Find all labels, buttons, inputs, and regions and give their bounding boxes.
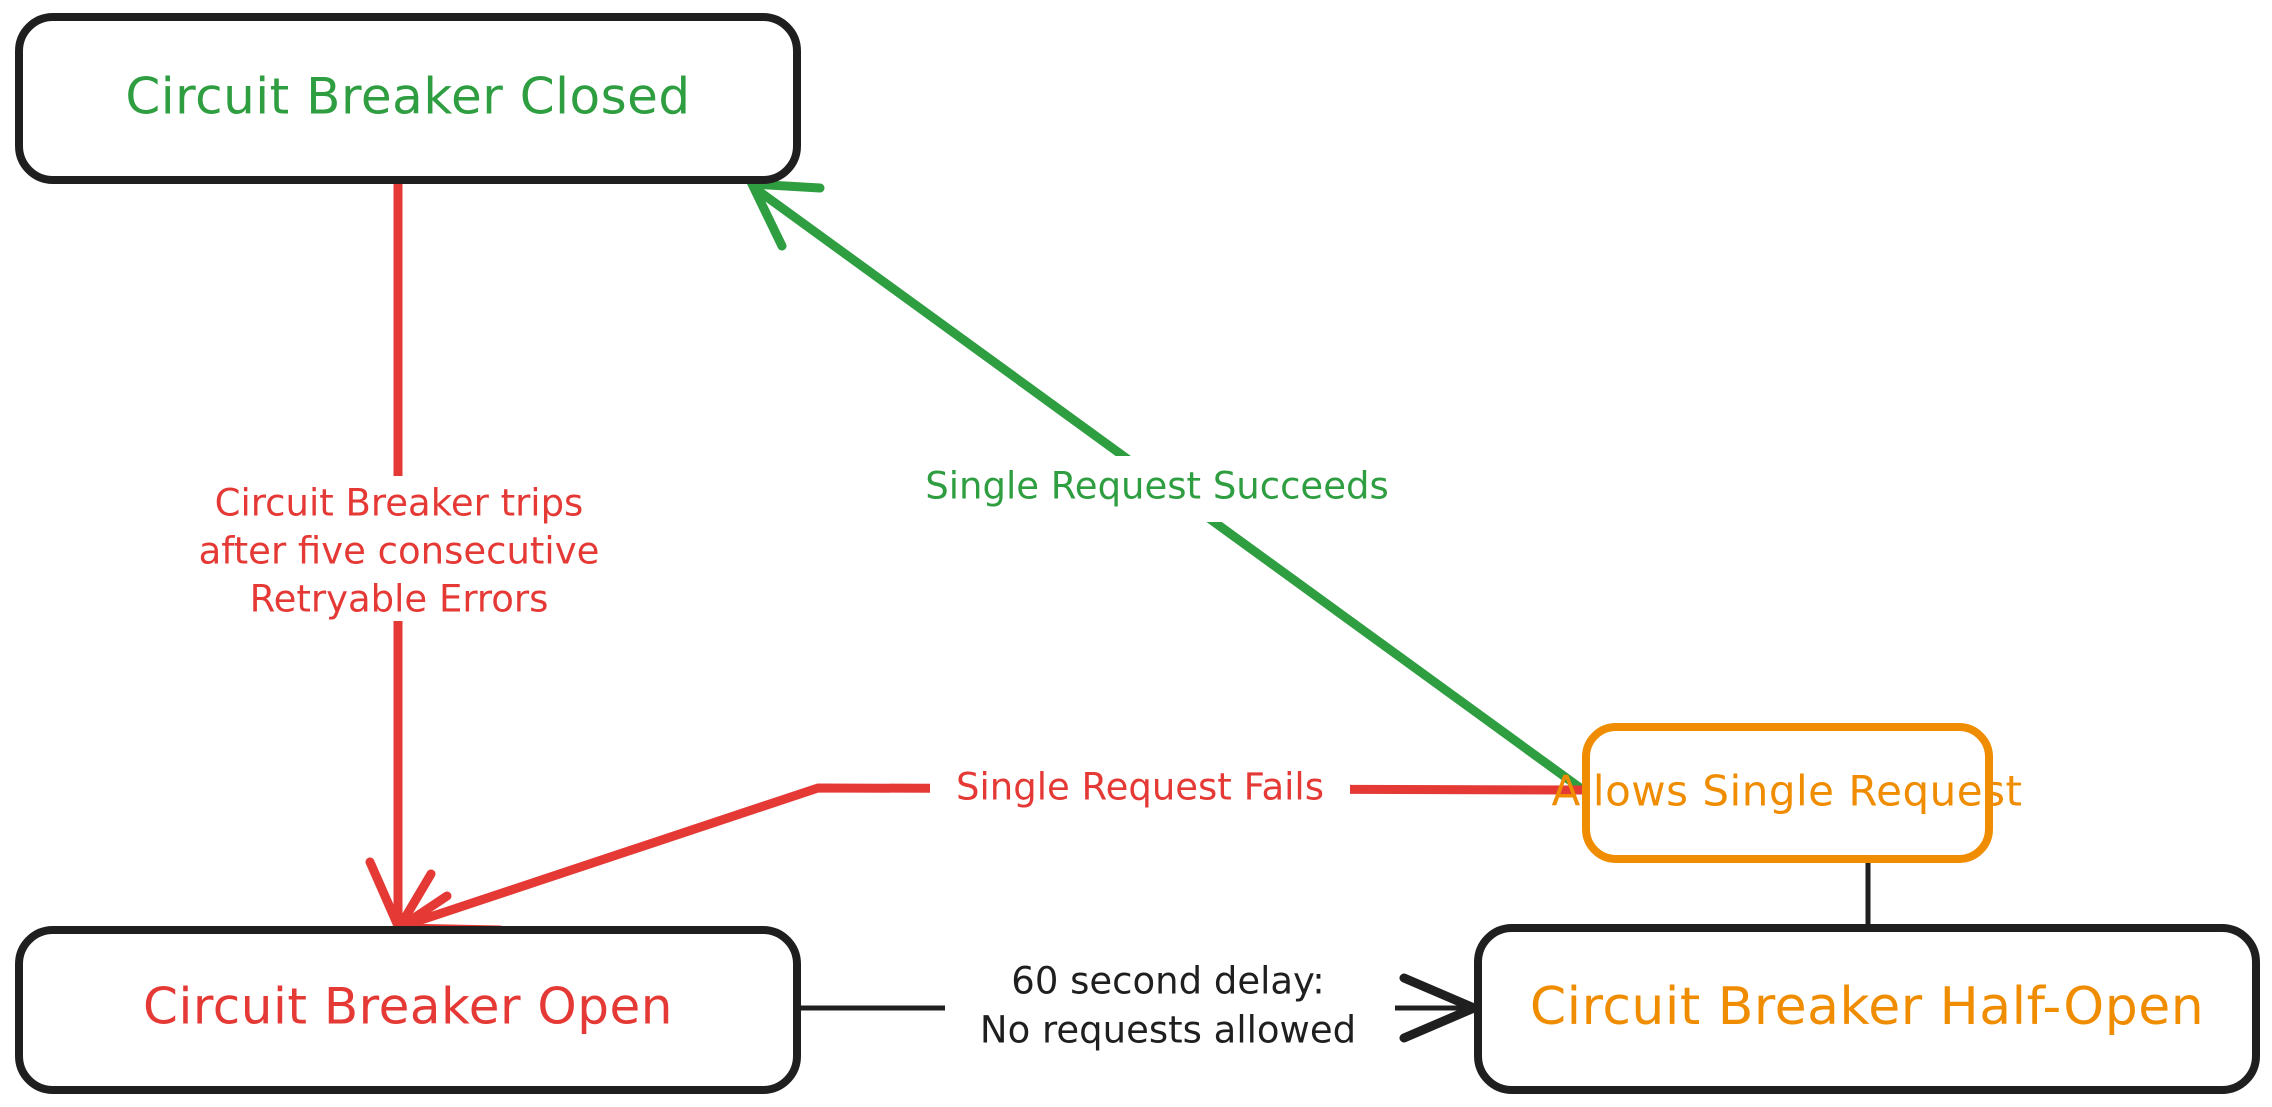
node-circuit-breaker-closed[interactable]: Circuit Breaker Closed [15,13,801,184]
node-circuit-breaker-half-open-label: Circuit Breaker Half-Open [1530,977,2204,1037]
node-allows-single-request-box[interactable] [1582,723,1993,863]
edge-label-open-to-half-open-line1: 60 second delay: [1011,960,1324,1003]
node-circuit-breaker-open-box[interactable] [15,926,801,1094]
node-circuit-breaker-half-open-box[interactable] [1474,924,2260,1094]
edge-label-allows-to-open: Single Request Fails [930,758,1350,822]
edge-label-open-to-half-open: 60 second delay: No requests allowed [945,952,1395,1064]
edge-label-allows-to-closed-bg [910,456,1400,522]
node-circuit-breaker-open-label: Circuit Breaker Open [143,978,673,1036]
edge-label-open-to-half-open-bg [945,952,1395,1064]
edge-label-open-to-half-open-line2: No requests allowed [980,1009,1356,1052]
edge-label-closed-to-open: Circuit Breaker trips after five consecu… [170,476,630,621]
edge-label-allows-to-closed: Single Request Succeeds [910,456,1400,522]
edge-label-closed-to-open-line3: Retryable Errors [250,578,549,621]
edge-label-allows-to-open-text: Single Request Fails [956,766,1324,809]
node-circuit-breaker-closed-label: Circuit Breaker Closed [125,68,690,126]
edge-label-allows-to-open-bg [930,758,1350,822]
edge-label-closed-to-open-bg [170,476,630,621]
edge-label-closed-to-open-line1: Circuit Breaker trips [215,482,584,525]
edge-label-closed-to-open-line2: after five consecutive [199,530,600,573]
node-circuit-breaker-half-open[interactable]: Circuit Breaker Half-Open [1474,924,2260,1094]
node-circuit-breaker-closed-box[interactable] [15,13,801,184]
edge-label-allows-to-closed-text: Single Request Succeeds [925,465,1388,508]
node-circuit-breaker-open[interactable]: Circuit Breaker Open [15,926,801,1094]
node-allows-single-request[interactable]: Allows Single Request [1552,723,2023,863]
node-allows-single-request-label: Allows Single Request [1552,767,2023,816]
